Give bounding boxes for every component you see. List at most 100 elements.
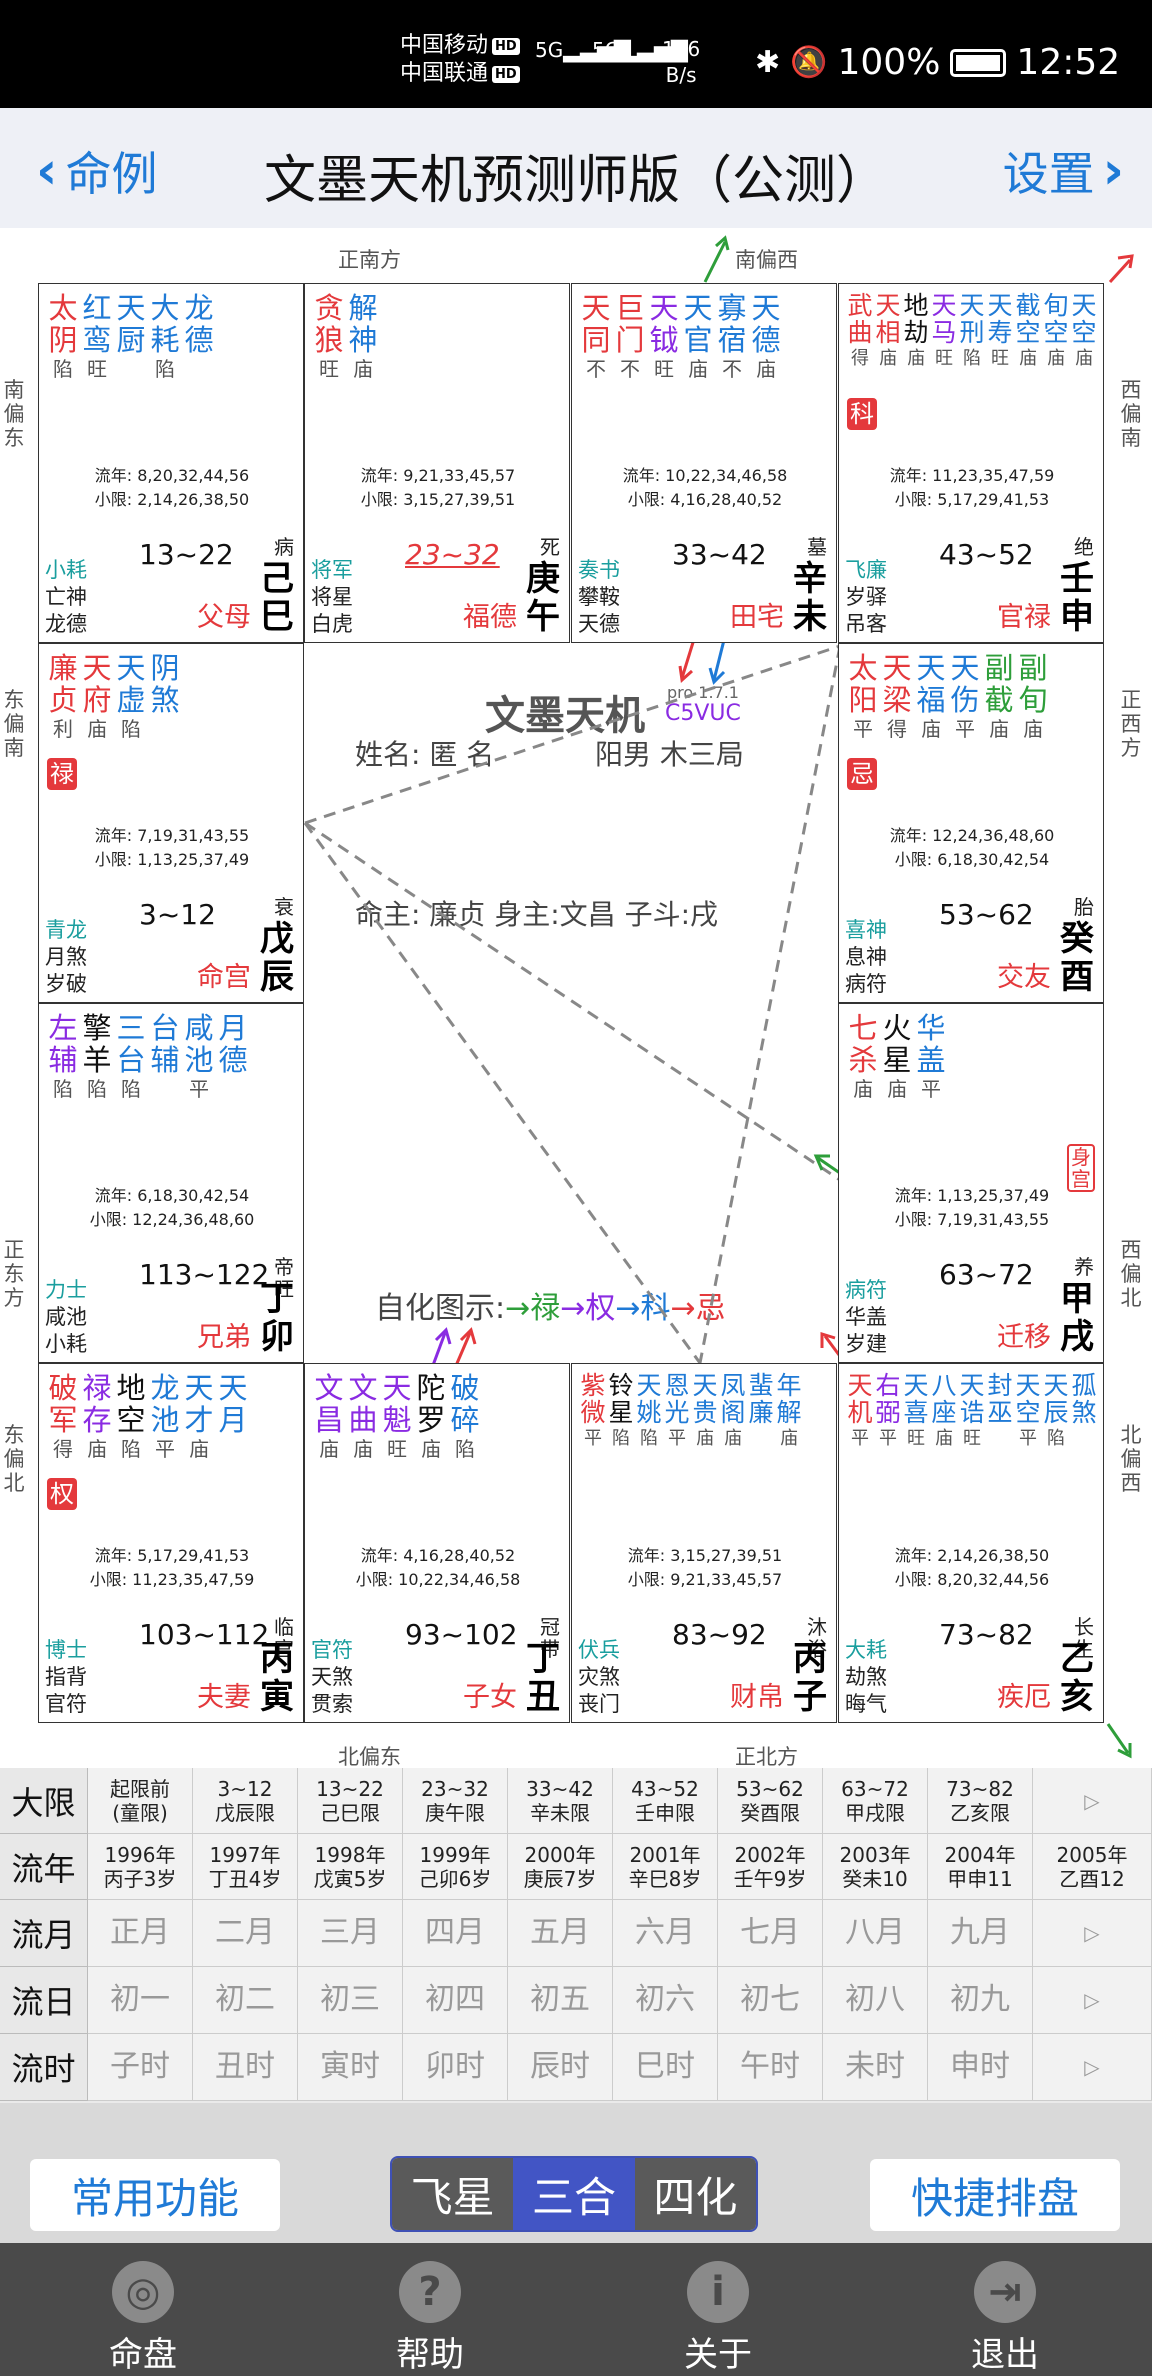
changsheng-stage: 衰 <box>274 895 294 919</box>
xiaoxian-list: 小限: 12,24,36,48,60 <box>89 1210 255 1229</box>
table-cell[interactable]: 九月 <box>928 1900 1033 1967</box>
table-cell[interactable]: 2003年癸未10 <box>823 1834 928 1900</box>
direction-label: 北偏西 <box>1120 1423 1142 1495</box>
palace-11[interactable]: 天机平右弼平天喜旺八座庙天诰旺封巫天空平天辰陷孤煞流年: 2,14,26,38,… <box>838 1363 1104 1723</box>
next-page-icon[interactable]: ▷ <box>1033 2034 1152 2101</box>
table-cell[interactable]: 1998年戊寅5岁 <box>298 1834 403 1900</box>
table-cell[interactable]: 八月 <box>823 1900 928 1967</box>
table-cell[interactable]: 四月 <box>403 1900 508 1967</box>
table-cell[interactable]: 初九 <box>928 1967 1033 2034</box>
tab-mingpan[interactable]: ◎命盘 <box>68 2261 218 2376</box>
seg-sihua[interactable]: 四化 <box>634 2158 756 2230</box>
star-list: 天同不巨门不天钺旺天官庙寡宿不天德庙 <box>580 292 784 382</box>
daxian-range: 33~42 <box>672 538 767 571</box>
daxian-range: 83~92 <box>672 1618 767 1651</box>
liunian-list: 流年: 11,23,35,47,59 <box>889 466 1055 485</box>
table-cell[interactable]: 初六 <box>613 1967 718 2034</box>
table-cell[interactable]: 初八 <box>823 1967 928 2034</box>
minor-stars: 飞廉岁驿吊客 <box>845 558 887 636</box>
table-cell[interactable]: 初三 <box>298 1967 403 2034</box>
table-cell[interactable]: 二月 <box>193 1900 298 1967</box>
tab-help[interactable]: ?帮助 <box>355 2261 505 2376</box>
table-cell[interactable]: 七月 <box>718 1900 823 1967</box>
star: 禄存庙 <box>82 1371 112 1461</box>
next-page-icon[interactable]: ▷ <box>1033 1768 1152 1834</box>
daxian-range: 43~52 <box>939 538 1034 571</box>
next-page-icon[interactable]: ▷ <box>1033 1900 1152 1967</box>
star: 右弼平 <box>875 1371 901 1449</box>
back-button[interactable]: ‹命例 <box>36 141 158 201</box>
table-cell[interactable]: 初一 <box>88 1967 193 2034</box>
table-cell[interactable]: 初五 <box>508 1967 613 2034</box>
common-functions-button[interactable]: 常用功能 <box>30 2159 280 2231</box>
table-cell[interactable]: 2002年壬午9岁 <box>718 1834 823 1900</box>
table-cell[interactable]: 2004年甲申11 <box>928 1834 1033 1900</box>
palace-10[interactable]: 紫微平铃星陷天姚陷恩光平天贵庙凤阁庙蜚廉年解庙流年: 3,15,27,39,51… <box>571 1363 837 1723</box>
table-cell[interactable]: 子时 <box>88 2034 193 2101</box>
table-cell[interactable]: 巳时 <box>613 2034 718 2101</box>
seg-feixing[interactable]: 飞星 <box>392 2158 514 2230</box>
seg-sanhe[interactable]: 三合 <box>513 2158 635 2230</box>
table-cell[interactable]: 辰时 <box>508 2034 613 2101</box>
star: 年解庙 <box>776 1371 802 1449</box>
table-row: 流日初一初二初三初四初五初六初七初八初九▷ <box>0 1967 1152 2034</box>
direction-label: 正东方 <box>3 1238 25 1310</box>
table-cell[interactable]: 2000年庚辰7岁 <box>508 1834 613 1900</box>
star: 破碎陷 <box>450 1371 480 1461</box>
table-cell[interactable]: 初四 <box>403 1967 508 2034</box>
star: 天钺旺 <box>649 291 679 381</box>
table-cell[interactable]: 初七 <box>718 1967 823 2034</box>
palace-name: 夫妻 <box>197 1682 251 1713</box>
table-cell[interactable]: 六月 <box>613 1900 718 1967</box>
table-cell[interactable]: 初二 <box>193 1967 298 2034</box>
table-cell[interactable]: 2001年辛巳8岁 <box>613 1834 718 1900</box>
table-cell[interactable]: 2005年乙酉12 <box>1033 1834 1152 1900</box>
star: 天府庙 <box>82 651 112 741</box>
star: 天喜旺 <box>903 1371 929 1449</box>
table-cell[interactable]: 未时 <box>823 2034 928 2101</box>
table-cell[interactable]: 三月 <box>298 1900 403 1967</box>
quick-chart-button[interactable]: 快捷排盘 <box>870 2159 1120 2231</box>
table-cell[interactable]: 午时 <box>718 2034 823 2101</box>
direction-label: 东偏南 <box>3 688 25 760</box>
table-cell[interactable]: 寅时 <box>298 2034 403 2101</box>
star: 咸池平 <box>184 1011 214 1101</box>
table-cell[interactable]: 五月 <box>508 1900 613 1967</box>
table-cell[interactable]: 卯时 <box>403 2034 508 2101</box>
table-cell[interactable]: 正月 <box>88 1900 193 1967</box>
direction-label: 南偏西 <box>735 248 798 272</box>
palace-3[interactable]: 武曲得天相庙地劫庙天马旺天刑陷天寿旺截空庙旬空庙天空庙科流年: 11,23,35… <box>838 283 1104 643</box>
tab-exit[interactable]: ⇥退出 <box>930 2261 1080 2376</box>
table-cell[interactable]: 申时 <box>928 2034 1033 2101</box>
settings-button[interactable]: 设置› <box>1002 141 1124 201</box>
next-page-icon[interactable]: ▷ <box>1033 1967 1152 2034</box>
star: 破军得 <box>48 1371 78 1461</box>
table-cell[interactable]: 1999年己卯6岁 <box>403 1834 508 1900</box>
table-cell[interactable]: 起限前(童限) <box>88 1768 193 1834</box>
table-cell[interactable]: 丑时 <box>193 2034 298 2101</box>
table-cell[interactable]: 1997年丁丑4岁 <box>193 1834 298 1900</box>
signal-icon: 5G▂▃▅▇ <box>535 38 631 63</box>
ming-zhu: 命主: 廉贞 身主:文昌 子斗:戌 <box>355 898 719 931</box>
palace-name: 官禄 <box>997 602 1051 633</box>
table-cell[interactable]: 1996年丙子3岁 <box>88 1834 193 1900</box>
